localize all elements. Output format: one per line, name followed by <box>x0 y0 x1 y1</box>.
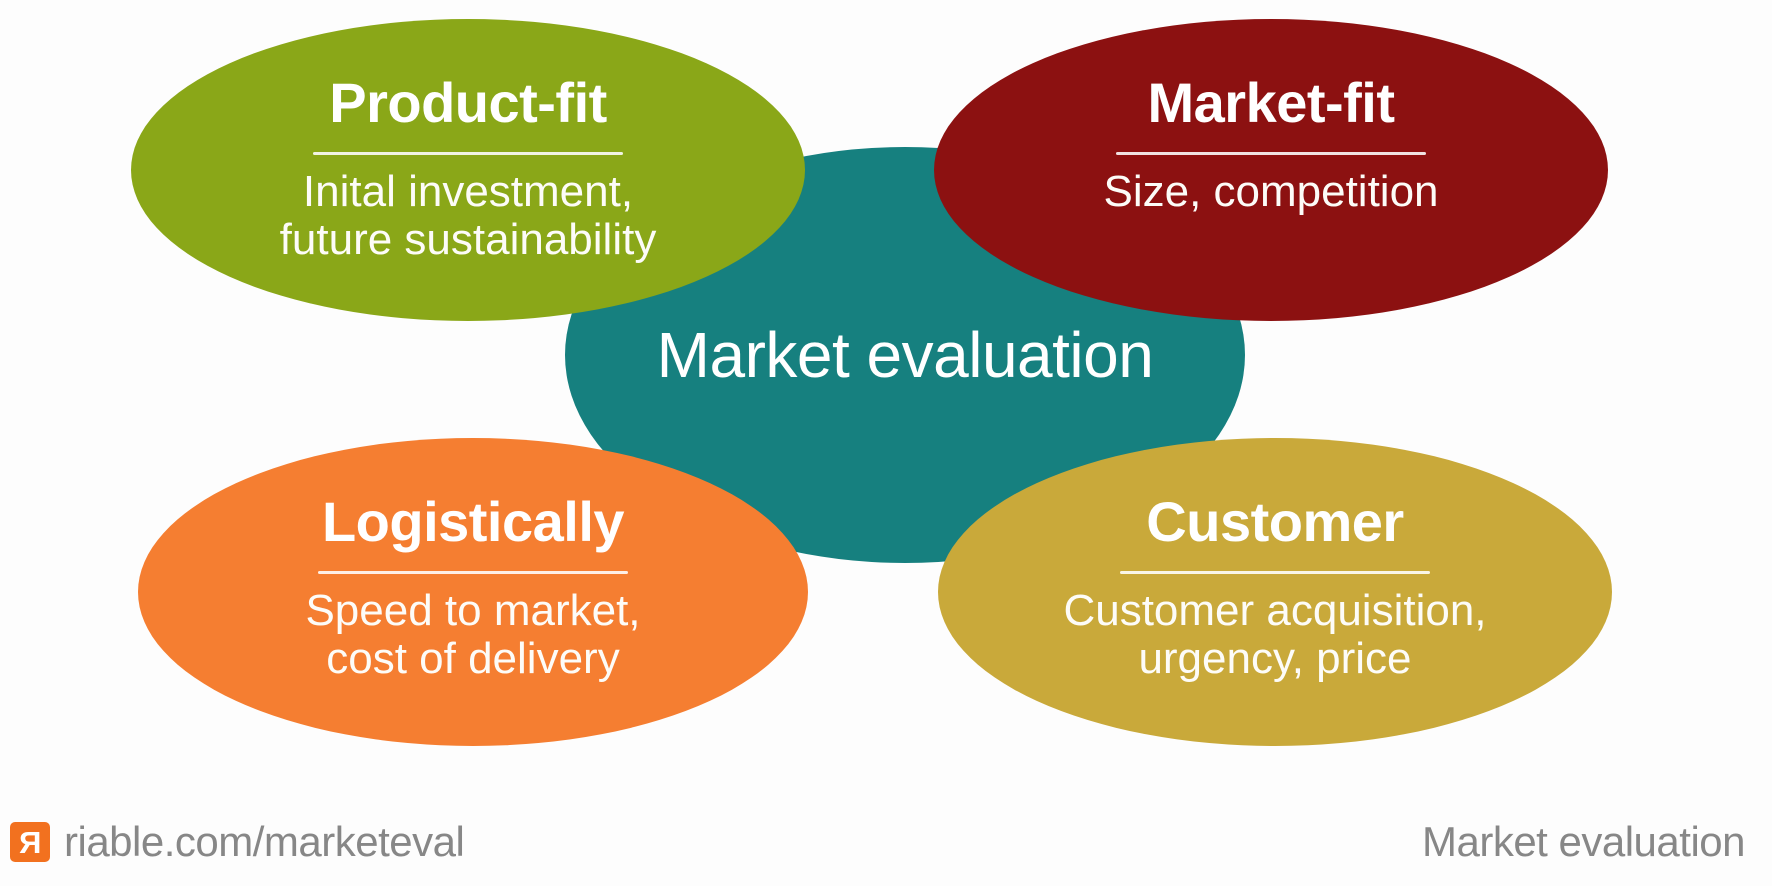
divider-line <box>313 152 623 155</box>
bubble-logistically-description: Speed to market, cost of delivery <box>305 586 641 683</box>
bubble-logistically-title: Logistically <box>321 490 625 553</box>
bubble-customer-description: Customer acquisition, urgency, price <box>1063 586 1487 683</box>
bubble-market-fit-content: Market-fit Size, competition <box>934 19 1608 321</box>
bubble-product-fit: Product-fit Inital investment, future su… <box>131 19 805 321</box>
footer-diagram-title: Market evaluation <box>1421 818 1746 865</box>
bubble-market-fit: Market-fit Size, competition <box>934 19 1608 321</box>
bubble-product-fit-content: Product-fit Inital investment, future su… <box>131 19 805 321</box>
footer-branding: R riable.com/marketeval <box>10 818 465 866</box>
riable-logo-icon: R <box>10 822 50 862</box>
riable-logo-glyph: R <box>18 824 42 860</box>
divider-line <box>1116 152 1426 155</box>
divider-line <box>1120 571 1430 574</box>
footer-url: riable.com/marketeval <box>64 818 465 865</box>
bubble-customer-title: Customer <box>1146 490 1404 553</box>
center-ellipse-label: Market evaluation <box>656 319 1154 391</box>
bubble-market-fit-title: Market-fit <box>1147 71 1395 134</box>
bubble-customer-content: Customer Customer acquisition, urgency, … <box>938 438 1612 746</box>
bubble-market-fit-description: Size, competition <box>1103 167 1439 216</box>
bubble-customer: Customer Customer acquisition, urgency, … <box>938 438 1612 746</box>
bubble-logistically: Logistically Speed to market, cost of de… <box>138 438 808 746</box>
bubble-product-fit-title: Product-fit <box>329 71 607 134</box>
bubble-product-fit-description: Inital investment, future sustainability <box>279 167 657 264</box>
divider-line <box>318 571 628 574</box>
footer: R riable.com/marketeval Market evaluatio… <box>0 814 1772 870</box>
bubble-logistically-content: Logistically Speed to market, cost of de… <box>138 438 808 746</box>
